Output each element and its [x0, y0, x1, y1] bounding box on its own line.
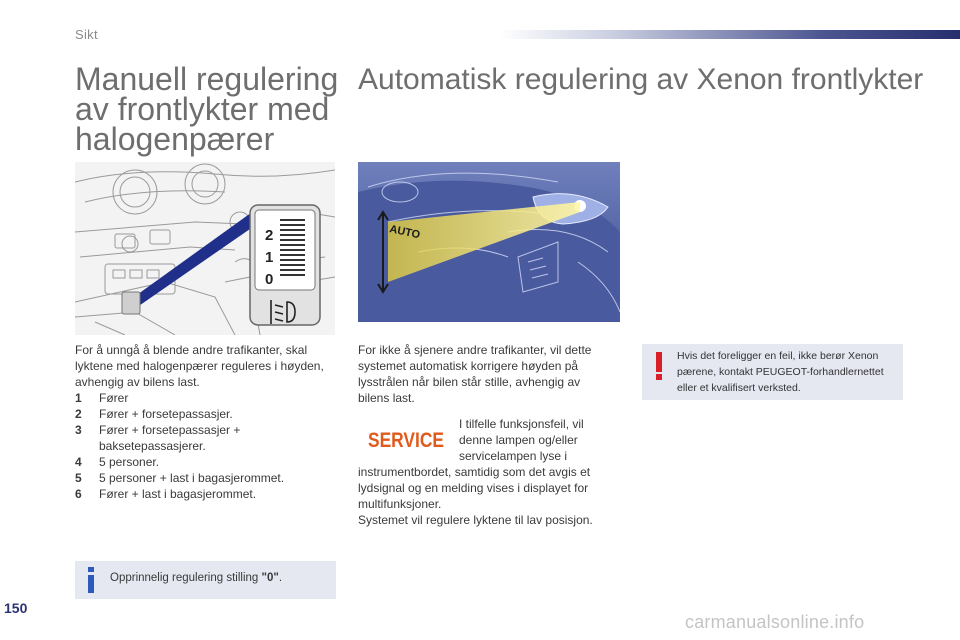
right-title: Automatisk regulering av Xenon frontlykt… — [358, 63, 924, 96]
malfunction-text: I tilfelle funksjonsfeil, vil denne lamp… — [459, 417, 584, 463]
dashboard-illustration: 2 1 0 — [75, 162, 335, 335]
warning-text: Hvis det foreligger en feil, ikke berør … — [677, 350, 884, 394]
header-bar — [500, 30, 960, 39]
headlamp-illustration: AUTO — [358, 162, 620, 322]
service-warning-icon: SERVICE — [368, 429, 444, 452]
auto-leveling-arrow — [377, 210, 389, 294]
svg-text:SERVICE: SERVICE — [368, 429, 444, 452]
malfunction-text-cont: instrumentbordet, samtidig som det avgis… — [358, 465, 593, 527]
page-number: 150 — [4, 600, 28, 616]
left-title: Manuell regulering av frontlykter med ha… — [75, 61, 339, 157]
dial-label: 2 — [265, 227, 273, 244]
info-box: Opprinnelig regulering stilling "0". — [75, 561, 336, 599]
dial-label: 1 — [265, 249, 273, 266]
dial-label: 0 — [265, 271, 273, 288]
warning-box: Hvis det foreligger en feil, ikke berør … — [642, 344, 903, 400]
headlamp-leveling-icon — [270, 300, 296, 324]
section-title: Sikt — [75, 27, 98, 42]
left-intro-text: For å unngå å blende andre trafikanter, … — [75, 343, 324, 389]
watermark: carmanualsonline.info — [685, 612, 865, 632]
info-icon — [88, 567, 94, 593]
info-text: Opprinnelig regulering stilling "0". — [110, 572, 283, 584]
auto-description: For ikke å sjenere andre trafikanter, vi… — [358, 343, 592, 405]
warning-icon — [656, 352, 662, 380]
